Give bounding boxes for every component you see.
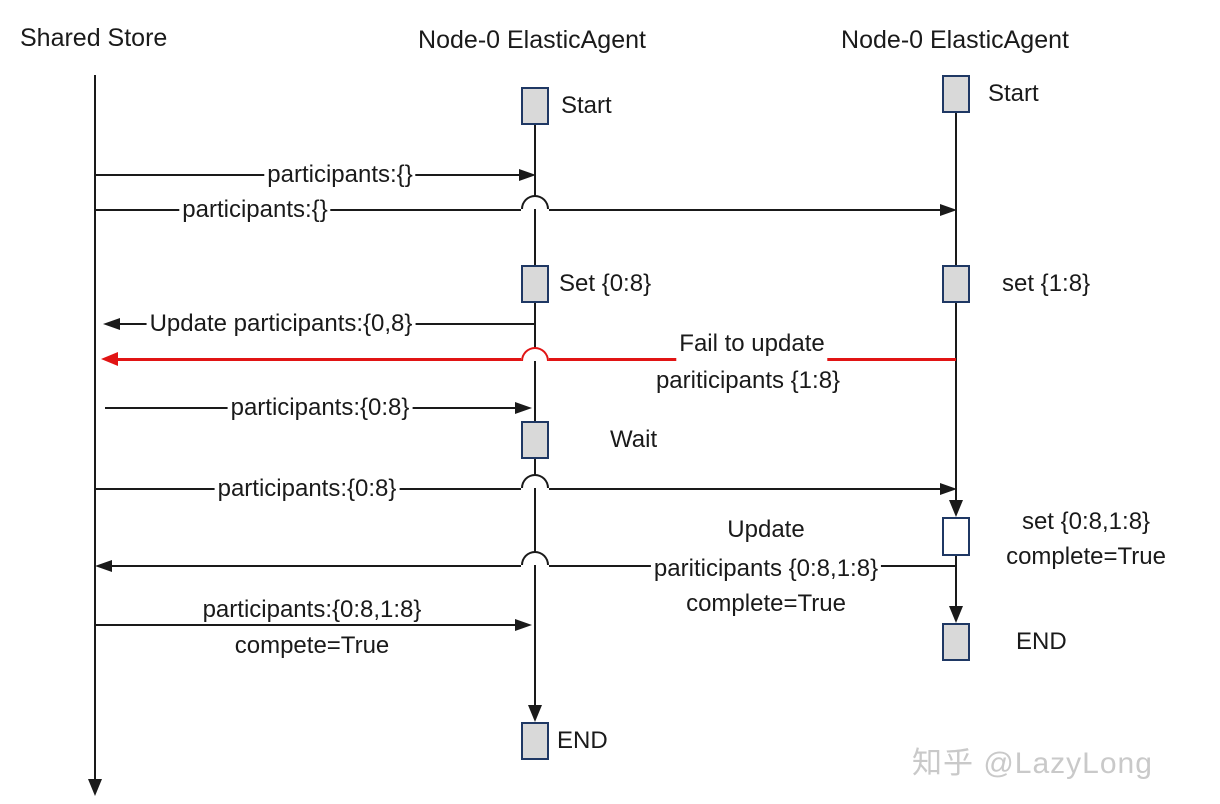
lifeline-title-shared-store: Shared Store (20, 24, 168, 52)
node-agent-b-start-box (942, 75, 970, 113)
lifeline-agent-a (534, 100, 536, 705)
message-line-m2-right (549, 209, 940, 211)
message-label-m5: participants:{0:8} (227, 395, 413, 421)
node-agent-b-end-box (942, 623, 970, 661)
arrowhead-right-m5-icon (515, 402, 532, 414)
message-label-m4-line2: pariticipants {1:8} (652, 368, 844, 394)
message-label-m7-line2: pariticipants {0:8,1:8} (650, 556, 882, 582)
node-label-agent-a-start: Start (561, 92, 612, 119)
message-label-m8-line1: participants:{0:8,1:8} (199, 597, 425, 623)
message-label-m2: participants:{} (179, 197, 331, 223)
node-agent-a-wait-box (521, 421, 549, 459)
node-label-agent-a-end: END (557, 727, 608, 754)
arrowhead-right-m8-icon (515, 619, 532, 631)
node-label-agent-a-set: Set {0:8} (559, 270, 652, 297)
node-agent-a-end-box (521, 722, 549, 760)
node-agent-b-commit-box (942, 517, 970, 556)
line-hop-m2-icon (521, 195, 549, 209)
message-label-m8-line2: compete=True (231, 633, 393, 659)
arrowhead-left-m3-icon (103, 318, 120, 330)
arrowhead-right-m6-icon (940, 483, 957, 495)
arrowhead-down-agent-b-commit-icon (949, 500, 963, 517)
arrowhead-left-m4-icon (101, 352, 118, 366)
node-label-agent-b-start: Start (988, 80, 1039, 107)
lifeline-title-agent-b: Node-0 ElasticAgent (841, 26, 1069, 54)
message-line-m7-left (112, 565, 521, 567)
watermark-zhihu-lazylong: 知乎 @LazyLong (912, 747, 1153, 780)
message-label-m6: participants:{0:8} (214, 476, 400, 502)
arrowhead-down-store-end-icon (88, 779, 102, 796)
lifeline-agent-b-lower (955, 556, 957, 606)
arrowhead-right-m1-icon (519, 169, 536, 181)
message-label-m3: Update participants:{0,8} (146, 311, 416, 337)
message-line-m4-left (118, 358, 521, 361)
lifeline-title-agent-a: Node-0 ElasticAgent (418, 26, 646, 54)
message-label-m7-line1: Update (724, 517, 808, 543)
message-line-m6-right (549, 488, 940, 490)
node-agent-a-start-box (521, 87, 549, 125)
line-hop-m7-icon (521, 551, 549, 565)
node-label-agent-a-wait: Wait (610, 426, 658, 453)
arrowhead-right-m2-icon (940, 204, 957, 216)
node-label-agent-b-commit-line1: set {0:8,1:8} (1021, 508, 1151, 535)
lifeline-shared-store (94, 75, 96, 779)
arrowhead-down-agent-b-end-icon (949, 606, 963, 623)
node-label-agent-b-set: set {1:8} (1002, 270, 1091, 297)
message-label-m7-line3: complete=True (683, 591, 849, 617)
line-hop-m4-icon (521, 347, 549, 361)
arrowhead-down-agent-a-end-icon (528, 705, 542, 722)
node-label-agent-b-end: END (1016, 628, 1067, 655)
arrowhead-left-m7-icon (95, 560, 112, 572)
message-line-m8 (95, 624, 515, 626)
message-label-m1: participants:{} (264, 162, 416, 188)
node-agent-a-set-box (521, 265, 549, 303)
message-label-m4-line1: Fail to update (676, 331, 828, 369)
node-agent-b-set-box (942, 265, 970, 303)
node-label-agent-b-commit-line2: complete=True (1006, 543, 1166, 570)
line-hop-m6-icon (521, 474, 549, 488)
